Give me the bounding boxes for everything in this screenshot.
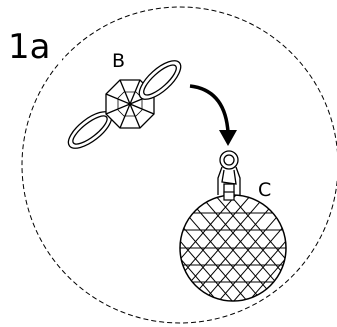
- curved-arrow-icon: [189, 84, 237, 146]
- part-c-label: C: [258, 179, 271, 201]
- hanger-loop: [217, 150, 241, 199]
- hanger-cap: [223, 191, 235, 201]
- ball-crystal-part-c: [179, 150, 287, 302]
- part-b-label: B: [112, 50, 125, 72]
- right-connector-ring: [138, 60, 182, 100]
- octagon-crystal-part-b: [67, 60, 182, 149]
- dashed-frame-circle: [21, 6, 337, 324]
- octagon-facets: [105, 79, 155, 129]
- step-label: 1a: [8, 27, 50, 67]
- step-label-background: [6, 24, 62, 64]
